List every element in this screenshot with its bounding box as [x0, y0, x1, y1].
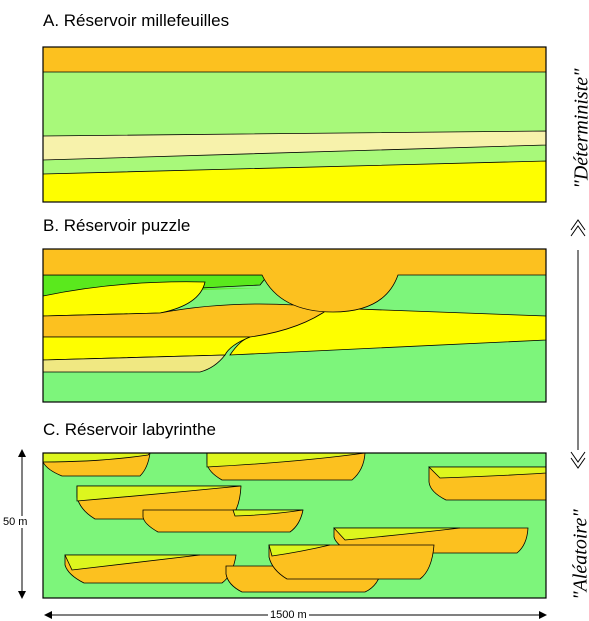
layer-a-orange-top: [43, 47, 546, 72]
random-label: "Aléatoire": [569, 509, 589, 600]
channel-c-9: [268, 544, 435, 580]
panel-a-millefeuilles: [42, 46, 547, 203]
panel-b-title: B. Réservoir puzzle: [43, 216, 191, 235]
panel-b-puzzle: [42, 248, 547, 403]
panel-c-title: C. Réservoir labyrinthe: [43, 420, 216, 439]
panel-a-frame: [42, 46, 547, 203]
spectrum-arrow-up-head: [570, 219, 586, 237]
deterministic-label: "Déterministe": [570, 68, 589, 189]
layer-b-light-yellow-lens: [42, 354, 226, 373]
panel-a-title: A. Réservoir millefeuilles: [43, 11, 230, 30]
layer-b-orange-top: [42, 248, 547, 313]
spectrum-arrow-down-head: [570, 451, 586, 469]
panel-b-frame: [42, 248, 547, 403]
panel-c-labyrinthe: [42, 452, 547, 599]
width-dimension-label: 1500 m: [268, 609, 309, 621]
channel-c-5: [142, 509, 304, 533]
height-dimension-label: 50 m: [3, 516, 28, 528]
layer-b-yellow-lens: [42, 281, 206, 317]
panel-c-frame: [42, 452, 547, 599]
